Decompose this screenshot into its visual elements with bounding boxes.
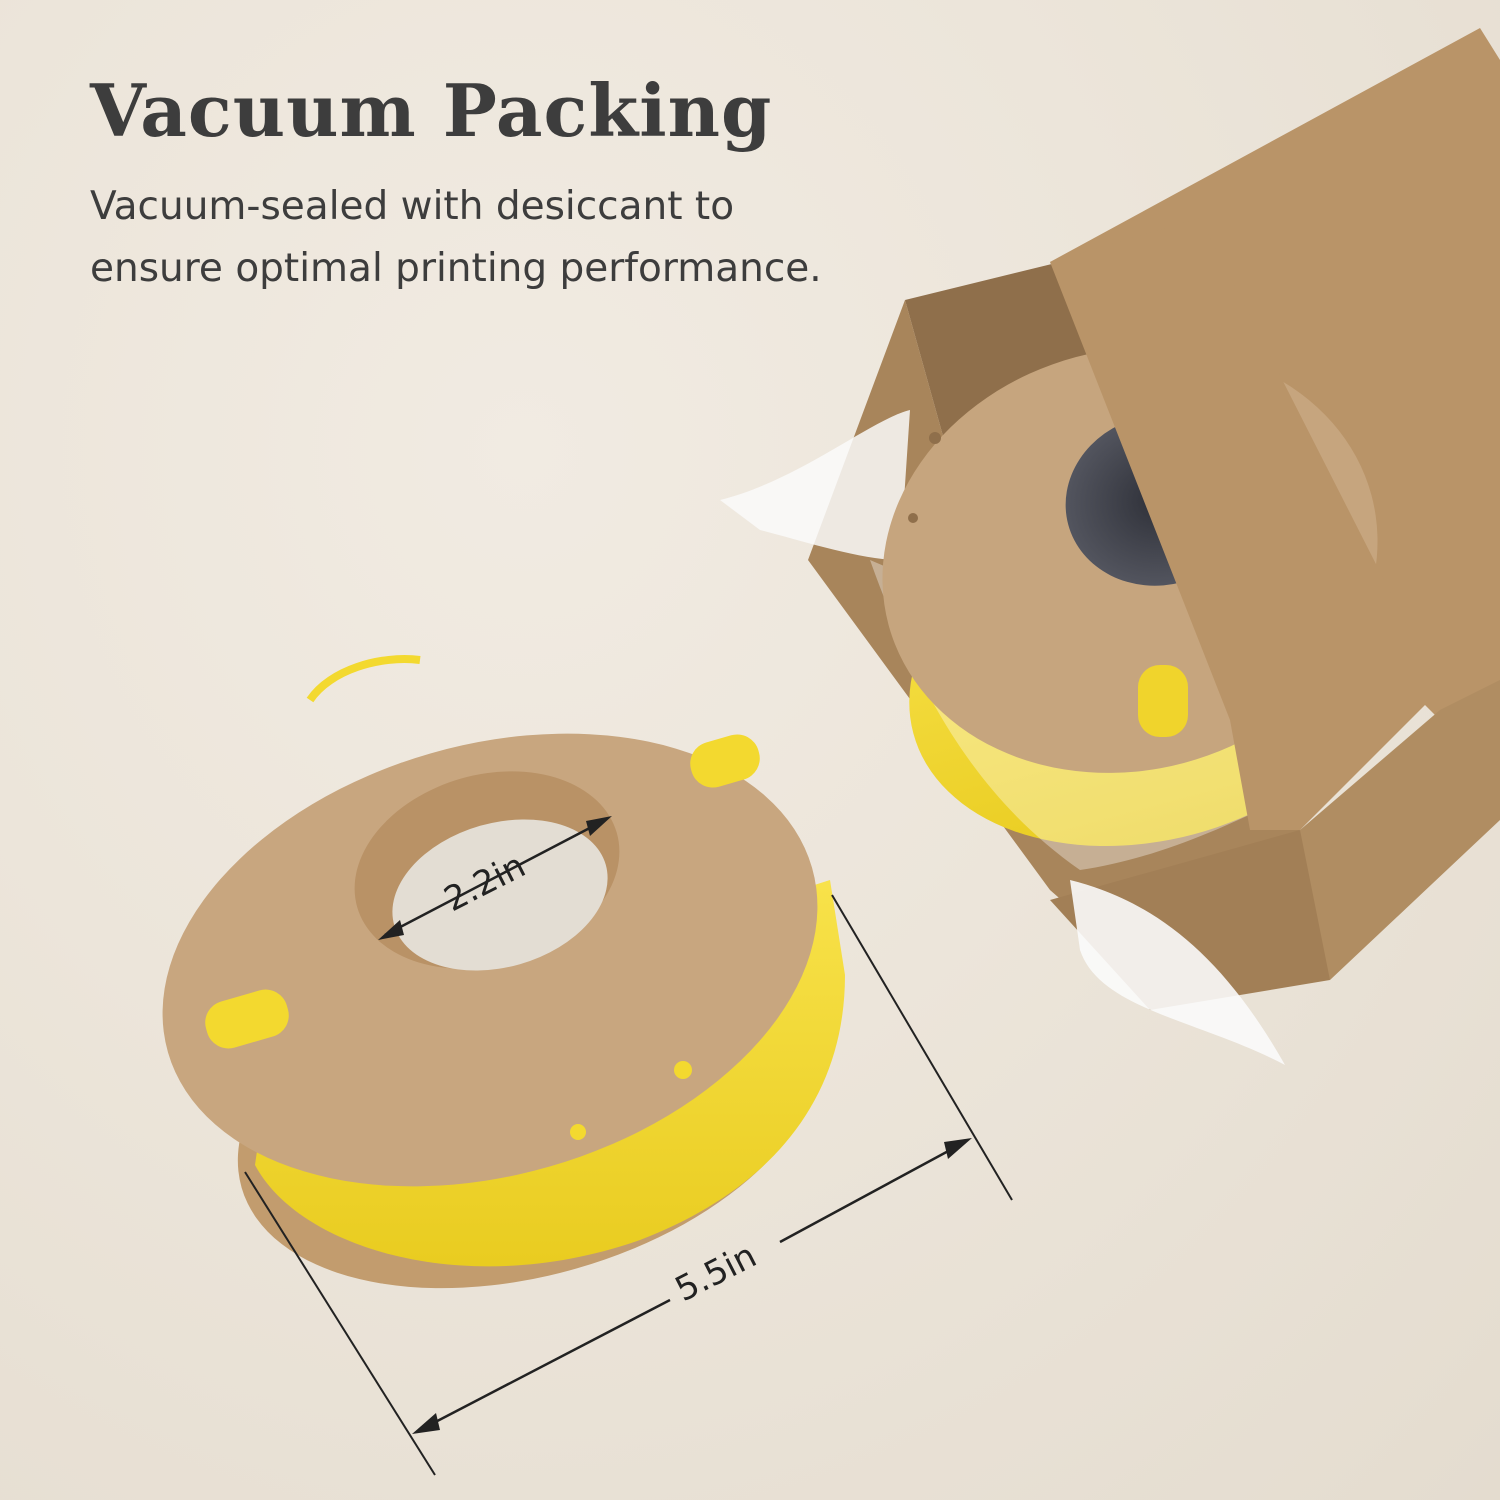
packaged-spool xyxy=(720,218,1440,1065)
filament-spool xyxy=(162,655,845,1289)
outer-diameter-label: 5.5in xyxy=(669,1236,763,1310)
subtitle: Vacuum-sealed with desiccant to ensure o… xyxy=(90,184,822,291)
headline: Vacuum Packing xyxy=(90,68,773,153)
